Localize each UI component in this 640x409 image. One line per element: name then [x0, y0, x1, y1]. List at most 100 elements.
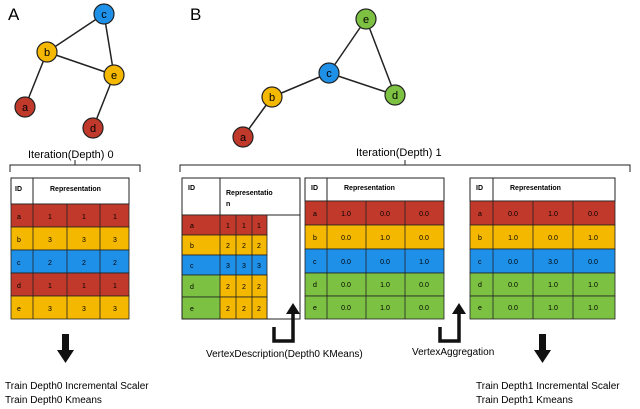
graph-b-node-e-label: e	[363, 14, 369, 26]
table-a-row-a-v2: 1	[82, 214, 86, 221]
table-b1-row-c-v1: 3	[226, 263, 230, 270]
graph-b-node-c: c	[318, 62, 340, 84]
iteration-a-brace	[9, 160, 141, 172]
table-a-row-b-id: b	[17, 237, 21, 244]
graph-a-node-c: c	[93, 3, 115, 25]
table-b3-row-e-bg	[469, 295, 616, 320]
table-a-row-b-v3: 3	[113, 237, 117, 244]
table-b3-row-a: a 0.0 1.0 0.0	[469, 200, 616, 226]
graph-a-node-b-label: b	[44, 47, 50, 59]
table-b2-row-e-v3: 0.0	[419, 305, 429, 312]
train-a-line2: Train Depth0 Kmeans	[5, 395, 102, 406]
table-b2-row-b-v2: 1.0	[380, 235, 390, 242]
graph-a-node-c-label: c	[101, 9, 107, 21]
table-a-id-header: ID	[15, 186, 22, 193]
table-b1-row-e-id: e	[190, 306, 194, 313]
graph-b-node-e-circle	[355, 8, 377, 30]
table-b1-row-e-v2: 2	[242, 306, 246, 313]
graph-a-node-d-circle	[82, 117, 104, 139]
table-b1-row-c-bg	[181, 254, 268, 276]
table-b3-row-b-v2: 0.0	[548, 235, 558, 242]
table-a-row-e-v1: 3	[48, 306, 52, 313]
table-b1-row-d-v1: 2	[226, 284, 230, 291]
table-a-row-d-v3: 1	[113, 283, 117, 290]
table-b1-row-b-v3: 2	[257, 243, 261, 250]
table-b2-row-c-v2: 0.0	[380, 259, 390, 266]
table-b2-row-b-id: b	[313, 235, 317, 242]
table-b3-row-b: b 1.0 0.0 1.0	[469, 224, 616, 250]
table-b2-row-e-bg	[304, 295, 445, 320]
graph-b-node-c-label: c	[326, 68, 332, 80]
table-b3-row-c: c 0.0 3.0 0.0	[469, 248, 616, 274]
table-b1-rep-header-line2: n	[226, 201, 230, 208]
table-b2-row-b-v1: 0.0	[341, 235, 351, 242]
graph-a-node-d-label: d	[90, 123, 96, 135]
table-b3-row-e-id: e	[478, 305, 482, 312]
graph-b-node-a-circle	[232, 126, 254, 148]
table-b1-row-c-v3: 3	[257, 263, 261, 270]
vertex-aggregation-connector	[438, 312, 461, 343]
table-a-row-e: e 3 3 3	[10, 295, 130, 320]
down-arrow-b-shaft	[539, 334, 546, 352]
train-b-line2: Train Depth1 Kmeans	[476, 395, 573, 406]
table-b2-row-d-v3: 0.0	[419, 282, 429, 289]
graph-b-node-e: e	[355, 8, 377, 30]
table-b2-row-c: c 0.0 0.0 1.0	[304, 248, 445, 274]
table-b1-row-c-v2: 3	[242, 263, 246, 270]
train-b-line1: Train Depth1 Incremental Scaler	[476, 381, 620, 392]
table-b2-row-b-bg	[304, 224, 445, 250]
table-b3-id-header: ID	[476, 185, 483, 192]
graph-b-node-b-label: b	[269, 92, 275, 104]
table-b2-row-e-v1: 0.0	[341, 305, 351, 312]
table-b2-row-c-v1: 0.0	[341, 259, 351, 266]
graph-a-node-e-circle	[103, 64, 125, 86]
graph-a-node-d: d	[82, 117, 104, 139]
iteration-b-brace	[179, 160, 631, 172]
table-a-row-e-v3: 3	[113, 306, 117, 313]
table-a-rep-header: Representation	[50, 186, 101, 193]
graph-b-node-d: d	[384, 84, 406, 106]
table-b1-row-a-v2: 1	[242, 223, 246, 230]
table-b3-row-d-v1: 0.0	[508, 282, 518, 289]
table-b2-row-d-id: d	[313, 282, 317, 289]
panel-b-label: B	[190, 5, 201, 24]
table-a-row-d-id: d	[17, 283, 21, 290]
table-b3-row-a-v1: 0.0	[508, 211, 518, 218]
table-b1-row-e-v1: 2	[226, 306, 230, 313]
table-a-row-b: b 3 3 3	[10, 226, 130, 251]
table-b2-row-c-id: c	[313, 259, 317, 266]
table-a-row-a-v1: 1	[48, 214, 52, 221]
table-a-row-d: d 1 1 1	[10, 272, 130, 297]
table-b2-row-a-v2: 0.0	[380, 211, 390, 218]
table-b2: ID Representation a 1.0 0.0 0.0 b 0.0 1.…	[304, 177, 445, 320]
graph-a-node-a-label: a	[22, 102, 29, 114]
table-a-row-b-v2: 3	[82, 237, 86, 244]
table-b1-row-d-v2: 2	[242, 284, 246, 291]
table-b3: ID Representation a 0.0 1.0 0.0 b 1.0 0.…	[469, 177, 616, 320]
graph-a-nodes: c b e a d	[14, 3, 125, 139]
graph-a-node-e-label: e	[111, 70, 117, 82]
graph-b-node-b-circle	[261, 86, 283, 108]
table-a-row-b-v1: 3	[48, 237, 52, 244]
table-a-row-c-bg	[10, 249, 130, 274]
table-a-row-c-v2: 2	[82, 260, 86, 267]
graph-a-edges	[24, 13, 115, 129]
table-a-row-b-bg	[10, 226, 130, 251]
table-b2-row-d-v2: 1.0	[380, 282, 390, 289]
vertex-aggregation-arrowhead	[452, 303, 466, 314]
table-b3-row-d-v3: 1.0	[588, 282, 598, 289]
table-b2-row-e: e 0.0 1.0 0.0	[304, 295, 445, 320]
graph-b-node-d-label: d	[392, 90, 398, 102]
iteration-b-label: Iteration(Depth) 1	[356, 147, 442, 159]
table-a-row-e-bg	[10, 295, 130, 320]
table-b3-row-d-id: d	[478, 282, 482, 289]
table-b3-rep-header: Representation	[510, 185, 561, 192]
table-a-row-a-v3: 1	[113, 214, 117, 221]
vertex-aggregation-label: VertexAggregation	[412, 347, 494, 358]
table-a-row-c: c 2 2 2	[10, 249, 130, 274]
table-b1-row-a: a 1 1 1	[181, 214, 268, 236]
graph-a-node-a: a	[14, 96, 36, 118]
graph-b-nodes: e c d b a	[232, 8, 406, 148]
table-a-row-e-v2: 3	[82, 306, 86, 313]
graph-b-node-a: a	[232, 126, 254, 148]
